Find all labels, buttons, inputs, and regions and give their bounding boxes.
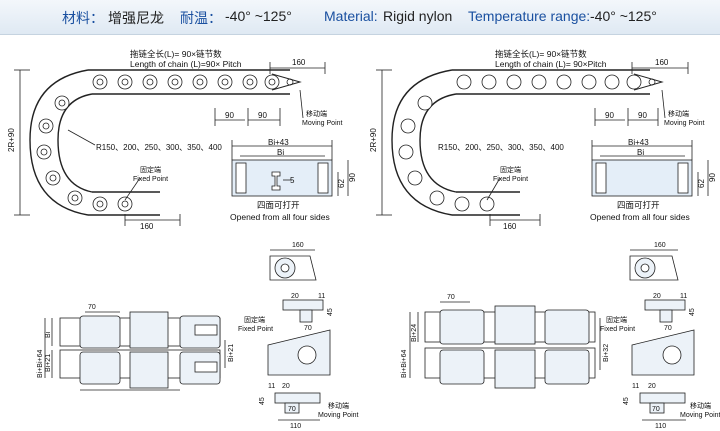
opened-en-left: Opened from all four sides	[230, 212, 330, 222]
dim-5-left: 5	[290, 176, 295, 185]
temp-cn-label: 耐温：	[180, 10, 222, 26]
moving-en-left: Moving Point	[302, 120, 343, 127]
moving-cn-detail-right: 移动端	[690, 401, 711, 410]
dim-62-left: 62	[337, 179, 346, 188]
dim-bibi64-bl: Bi+Bi+64	[37, 349, 44, 378]
dim-20-detail-right: 20	[653, 293, 661, 300]
material-en-value: Rigid nylon	[383, 8, 453, 24]
temp-en-label: Temperature range:	[468, 8, 591, 24]
dim-70-detail-left-b: 70	[288, 406, 296, 413]
dim-20-detail-left: 20	[291, 293, 299, 300]
dim-45-detail-left: 45	[327, 308, 334, 316]
temp-en-value: -40° ~125°	[590, 8, 657, 24]
dim-bi43-left: Bi+43	[268, 138, 289, 147]
fixed-en-detail-left: Fixed Point	[238, 326, 273, 333]
temp-cn-value: -40° ~125°	[225, 8, 292, 24]
end-fittings-right	[629, 249, 695, 421]
dim-11-detail-left: 11	[318, 293, 325, 300]
length-en-right: Length of chain (L)= 90×Pitch	[495, 59, 607, 69]
dim-bibi64-br: Bi+Bi+64	[401, 349, 408, 378]
dim-45-detail-right-b: 45	[623, 397, 630, 405]
moving-cn-detail-left: 移动端	[328, 401, 349, 410]
dim-110-detail-left: 110	[290, 423, 301, 430]
dim-90a-right: 90	[605, 111, 614, 120]
dim-160-detail-right: 160	[654, 242, 666, 249]
double-chain-plan-left	[44, 311, 226, 391]
dim-160-top-right: 160	[655, 58, 669, 67]
dim-70-br: 70	[447, 294, 455, 301]
material-cn-label: 材料：	[62, 10, 104, 26]
fixed-en-left: Fixed Point	[133, 176, 168, 183]
moving-en-right: Moving Point	[664, 120, 705, 127]
length-cn-right: 拖链全长(L)= 90×链节数	[495, 49, 587, 59]
moving-en-detail-left: Moving Point	[318, 412, 359, 419]
dim-bi-right: Bi	[637, 148, 644, 157]
dim-90-left: 90	[348, 173, 357, 182]
dim-bi43-right: Bi+43	[628, 138, 649, 147]
dim-90b-left: 90	[258, 111, 267, 120]
radii-right: R150、200、250、300、350、400	[438, 143, 564, 152]
dim-bi21b-bl: Bi+21	[228, 344, 235, 362]
chain-diagram-left	[14, 62, 326, 226]
dim-2r90-right: 2R+90	[369, 128, 378, 152]
fixed-en-detail-right: Fixed Point	[600, 326, 635, 333]
material-cn-value: 增强尼龙	[108, 10, 164, 26]
end-fittings-left	[267, 249, 331, 421]
dim-110-detail-right: 110	[655, 423, 666, 430]
fixed-cn-detail-right: 固定端	[606, 315, 627, 324]
opened-cn-left: 四面可打开	[257, 200, 300, 210]
dim-90-right: 90	[708, 173, 717, 182]
moving-en-detail-right: Moving Point	[680, 412, 720, 419]
opened-cn-right: 四面可打开	[617, 200, 660, 210]
dim-160-bottom-right: 160	[503, 222, 517, 231]
dim-11-detail-left-b: 11	[268, 383, 275, 390]
dim-62-right: 62	[697, 179, 706, 188]
dim-90a-left: 90	[225, 111, 234, 120]
spec-banner: 材料： 增强尼龙 耐温： -40° ~125° Material: Rigid …	[0, 0, 720, 35]
dim-20-detail-right-b: 20	[648, 383, 656, 390]
dim-70-detail-left: 70	[304, 325, 312, 332]
dim-160-bottom-left: 160	[140, 222, 154, 231]
dim-bi32-br: Bi+32	[603, 344, 610, 362]
dim-bi24-br: Bi+24	[411, 324, 418, 342]
dim-bi21-bl: Bi+21	[45, 354, 52, 372]
moving-cn-left: 移动端	[306, 109, 327, 118]
dim-bi-bl: Bi	[45, 331, 52, 338]
dim-160-top-left: 160	[292, 58, 306, 67]
double-chain-plan-right	[409, 301, 601, 389]
material-en-label: Material:	[324, 8, 378, 24]
length-en-left: Length of chain (L)=90× Pitch	[130, 59, 242, 69]
chain-diagram-right	[376, 62, 689, 226]
dim-90b-right: 90	[638, 111, 647, 120]
radii-left: R150、200、250、300、350、400	[96, 143, 222, 152]
dim-45-detail-left-b: 45	[259, 397, 266, 405]
opened-en-right: Opened from all four sides	[590, 212, 690, 222]
fixed-cn-left: 固定端	[140, 165, 161, 174]
dim-20-detail-left-b: 20	[282, 383, 290, 390]
cross-section-right	[591, 140, 709, 197]
dim-11-detail-right: 11	[680, 293, 687, 300]
dim-70-bl: 70	[88, 304, 96, 311]
moving-cn-right: 移动端	[668, 109, 689, 118]
fixed-en-right: Fixed Point	[493, 176, 528, 183]
dim-45-detail-right: 45	[689, 308, 696, 316]
cross-section-left	[231, 140, 349, 197]
fixed-cn-detail-left: 固定端	[244, 315, 265, 324]
dim-11-detail-right-b: 11	[632, 383, 639, 390]
dim-70-detail-right: 70	[664, 325, 672, 332]
dim-160-detail-left: 160	[292, 242, 304, 249]
dim-bi-left: Bi	[277, 148, 284, 157]
length-cn-left: 拖链全长(L)= 90×链节数	[130, 49, 222, 59]
fixed-cn-right: 固定端	[500, 165, 521, 174]
dim-70-detail-right-b: 70	[652, 406, 660, 413]
dim-2r90-left: 2R+90	[7, 128, 16, 152]
